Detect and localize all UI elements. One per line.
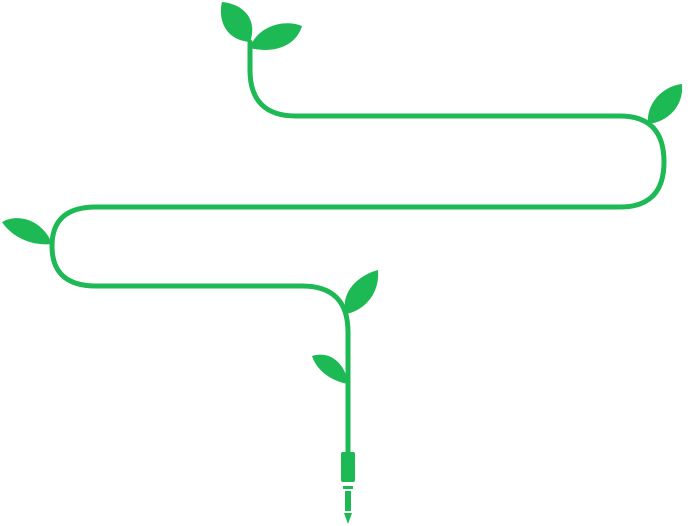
plug-body (341, 452, 355, 482)
plug-tip (344, 513, 352, 524)
audio-jack-plug-icon (341, 452, 355, 524)
leaf-icon (312, 354, 348, 384)
leaf-icon (647, 84, 683, 124)
leaf-icon (220, 2, 253, 42)
vine-stem-path (49, 39, 667, 455)
plug-shaft (345, 491, 351, 511)
leaf-icon (2, 218, 52, 245)
plug-ring (343, 486, 353, 489)
leaf-icon (344, 270, 379, 314)
leaf-icon (250, 23, 302, 50)
